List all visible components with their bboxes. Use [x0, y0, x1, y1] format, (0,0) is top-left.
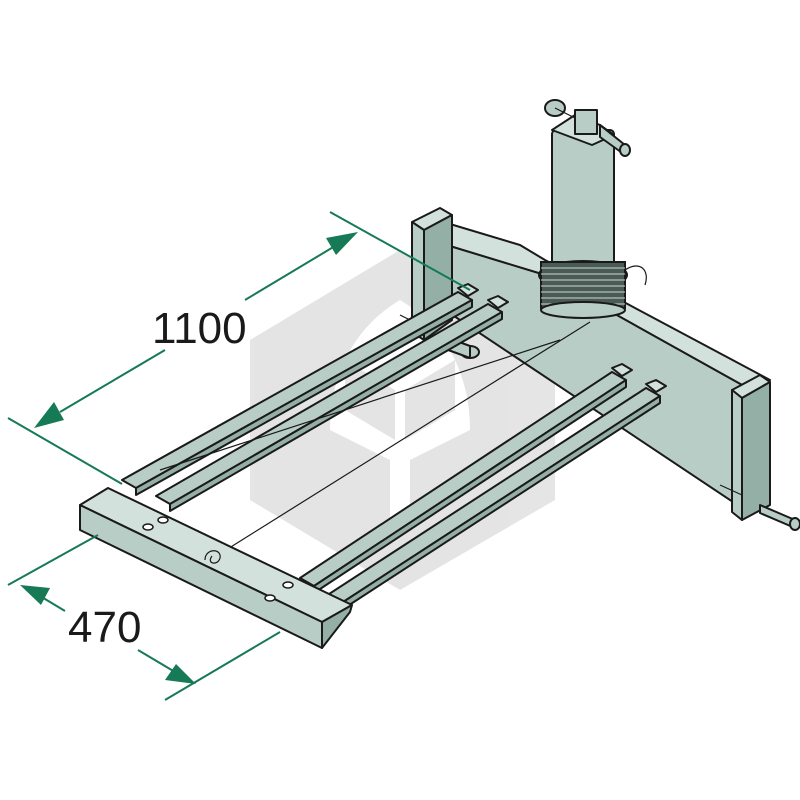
dimension-length: 1100	[7, 211, 471, 485]
arrow-length-front	[34, 402, 64, 428]
dimension-line-width-right	[137, 649, 176, 673]
extension-line-front	[7, 417, 123, 485]
dimension-width: 470	[7, 534, 281, 701]
extension-line-left	[7, 534, 99, 586]
arrow-length-rear	[326, 232, 358, 255]
drive-tube	[538, 99, 647, 319]
extension-line-rear	[329, 211, 471, 291]
extension-line-right	[164, 631, 281, 701]
dimension-line-length-lower	[59, 349, 166, 413]
arrow-width-right	[165, 664, 196, 684]
dimension-label-width: 470	[68, 603, 141, 652]
center-spine	[159, 339, 561, 471]
left-rod-pair	[121, 283, 509, 512]
dimension-line-length-upper	[244, 242, 341, 301]
connecting-wire	[217, 321, 591, 556]
dimension-label-length: 1100	[152, 304, 247, 353]
right-post	[719, 374, 800, 531]
arrow-width-left	[20, 585, 50, 605]
front-plate	[79, 487, 353, 649]
